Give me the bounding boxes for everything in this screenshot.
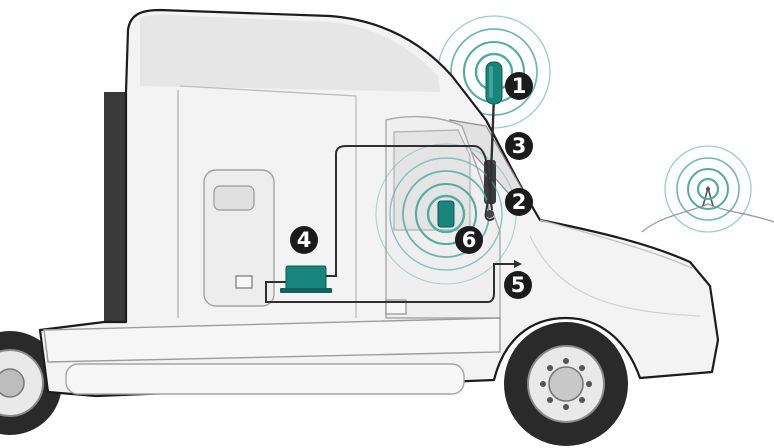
power-plug-icon xyxy=(514,260,522,268)
callout-5-label: 5 xyxy=(511,273,526,297)
callout-4-label: 4 xyxy=(297,228,312,252)
callout-3-badge: 3 xyxy=(505,132,533,160)
callout-1-badge: 1 xyxy=(505,72,533,100)
outside-antenna xyxy=(485,61,503,105)
callout-4-badge: 4 xyxy=(290,226,318,254)
inside-antenna xyxy=(437,200,455,228)
callout-1-label: 1 xyxy=(512,74,527,98)
callout-6-badge: 6 xyxy=(455,226,483,254)
truck-cab xyxy=(38,8,720,398)
callout-6-label: 6 xyxy=(462,228,477,252)
cell-tower-icon xyxy=(641,145,774,233)
front-wheel xyxy=(504,322,628,446)
callout-2-badge: 2 xyxy=(505,188,533,216)
callout-3-label: 3 xyxy=(512,134,527,158)
amplifier xyxy=(280,265,332,293)
callout-2-label: 2 xyxy=(512,190,527,214)
callout-5-badge: 5 xyxy=(504,271,532,299)
coax-cable-run xyxy=(265,95,516,303)
mount-cable-point xyxy=(484,199,495,221)
